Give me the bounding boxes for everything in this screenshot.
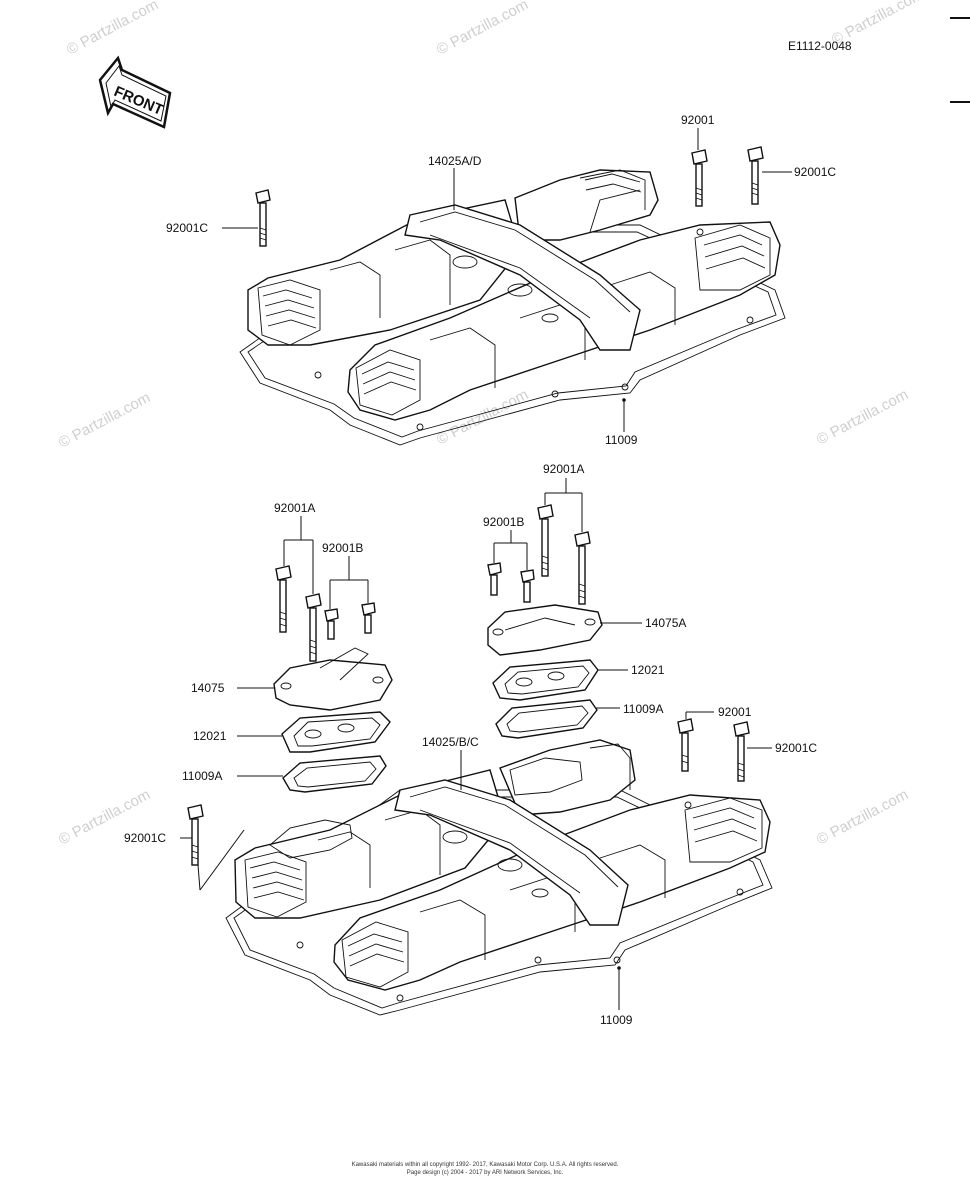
watermark: © Partzilla.com [434, 0, 531, 59]
label-bottom-bolt-left: 92001C [124, 831, 166, 845]
label-top-gasket: 11009 [605, 433, 638, 447]
bolt-icon [677, 718, 694, 772]
label-top-bolt-right-b: 92001C [794, 165, 836, 179]
bolt-icon [747, 146, 764, 205]
left-breather-parts [273, 565, 393, 793]
watermark: © Partzilla.com [64, 0, 161, 59]
bolt-icon [324, 608, 339, 640]
label-rp-bolt-a: 92001A [543, 462, 584, 476]
bottom-bolts [187, 718, 750, 866]
bolt-icon [361, 602, 376, 634]
front-arrow-icon: FRONT [98, 55, 172, 129]
part-labels: 14025A/D 92001C 92001 92001C 11009 92001… [124, 113, 836, 1027]
label-lp-bolt-b: 92001B [322, 541, 363, 555]
label-rp-bolt-b: 92001B [483, 515, 524, 529]
bolt-icon [574, 531, 591, 605]
bolt-icon [187, 804, 204, 866]
right-breather-parts [487, 504, 603, 739]
label-lp-gasket: 11009A [182, 769, 222, 783]
bolt-icon [537, 504, 554, 577]
top-cylinder-head-cover [239, 169, 786, 446]
bolt-icon [305, 593, 322, 662]
diagram-code: E1112-0048 [788, 39, 852, 53]
label-lp-bolt-a: 92001A [274, 501, 315, 515]
watermark: © Partzilla.com [814, 386, 911, 448]
label-bottom-gasket: 11009 [600, 1013, 633, 1027]
bolt-icon [275, 565, 292, 633]
label-top-bolt-left: 92001C [166, 221, 208, 235]
bolt-icon [487, 562, 502, 596]
bolt-icon [255, 189, 271, 247]
label-rp-plate: 12021 [631, 663, 665, 677]
watermarks: © Partzilla.com © Partzilla.com © Partzi… [56, 0, 926, 849]
label-lp-plate: 12021 [193, 729, 227, 743]
leader-lines [180, 128, 792, 1010]
bolt-icon [691, 149, 708, 207]
label-bottom-cover: 14025/B/C [422, 735, 479, 749]
label-rp-gasket: 11009A [623, 702, 663, 716]
footer-copyright: Kawasaki materials within all copyright … [352, 1162, 619, 1168]
label-top-cover: 14025A/D [428, 154, 482, 168]
bottom-cylinder-head-cover [225, 739, 773, 1016]
label-rp-cover: 14075A [645, 616, 686, 630]
bolt-icon [733, 721, 750, 782]
footer-page-design: Page design (c) 2004 - 2017 by ARI Netwo… [407, 1170, 564, 1176]
bolt-icon [520, 569, 535, 603]
top-bolts [255, 146, 764, 247]
label-top-bolt-right-a: 92001 [681, 113, 715, 127]
label-lp-cover: 14075 [191, 681, 225, 695]
label-bottom-bolt-right-b: 92001C [775, 741, 817, 755]
watermark: © Partzilla.com [814, 786, 911, 848]
label-bottom-bolt-right-a: 92001 [718, 705, 752, 719]
watermark: © Partzilla.com [56, 389, 153, 451]
